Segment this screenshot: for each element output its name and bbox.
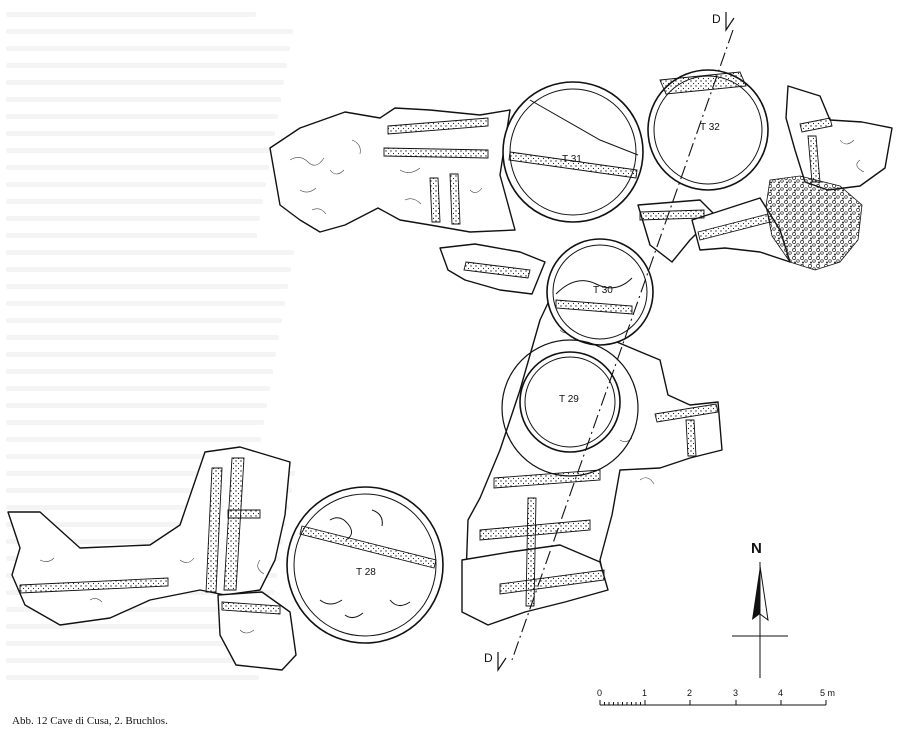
t28-channel [299,525,437,569]
bleed-line [6,114,278,119]
bleed-line [6,454,258,459]
band-wedge [639,209,705,221]
section-label-bottom: D [484,651,493,665]
bleed-line [6,624,268,629]
scale-bar [599,700,827,706]
bleed-line [6,607,271,612]
drum-t30-inner [552,244,648,340]
section-line-d [511,29,734,661]
t28-texture [319,509,411,619]
band-right-arm [654,403,719,423]
bleed-line [6,80,284,85]
bleed-line [6,539,283,544]
bleed-line [6,420,264,425]
texture-3 [39,557,265,634]
band-top-left-v1 [429,177,441,223]
bleed-line [6,301,285,306]
band-central-v [525,497,537,607]
rubble-area [765,175,863,271]
band-bottom-left-h [19,577,169,594]
bleed-line [6,641,265,646]
bleed-line [6,216,260,221]
bleed-line [6,199,263,204]
texture-4 [619,139,865,485]
bleed-line [6,97,281,102]
t31-channel [508,151,638,179]
drum-t28-inner [293,493,437,637]
bleed-line [6,233,257,238]
label-t30: T 30 [593,285,613,296]
rock-wedge-right [691,197,791,263]
bleed-line [6,250,294,255]
band-top-left-2 [383,147,489,159]
band-bottom-left-v2 [205,467,223,593]
section-arrow-bottom [497,652,507,672]
band-right-arm-v [685,419,697,457]
band-top-left-v2 [449,173,461,225]
label-t29: T 29 [559,394,579,405]
drum-t29-ring [501,339,639,477]
bleed-line [6,488,292,493]
texture-1 [289,139,361,215]
bleed-line [6,267,291,272]
bleed-line [6,165,269,170]
label-t28: T 28 [356,567,376,578]
bleed-line [6,437,261,442]
rock-block-top-right [785,85,893,191]
bleed-line [6,148,272,153]
bleed-line [6,182,266,187]
bleed-line [6,505,289,510]
band-bottom-left-v1 [223,457,245,591]
section-label-top: D [712,12,721,26]
bleed-line [6,46,290,51]
band-bottom-left-cross [227,509,261,519]
t32-channel [659,71,747,95]
bleed-line [6,318,282,323]
section-arrow-top [725,12,735,32]
label-t31: T 31 [562,154,582,165]
t30-channel [555,299,633,315]
bleed-line [6,403,267,408]
bleed-line [6,63,287,68]
bleed-line [6,335,279,340]
scale-tick-3: 3 [733,688,738,698]
bleed-line [6,658,262,663]
t30-crack [555,277,633,295]
bleed-line [6,131,275,136]
scale-tick-2: 2 [687,688,692,698]
drum-t29-inner [524,356,616,448]
scale-tick-0: 0 [597,688,602,698]
band-top-right [799,117,833,133]
bleed-line [6,471,295,476]
t31-crack [529,99,639,156]
drum-t31-inner [509,88,637,216]
figure-caption: Abb. 12 Cave di Cusa, 2. Bruchlos. [12,715,168,727]
bleed-line [6,675,259,680]
scale-tick-4: 4 [778,688,783,698]
bleed-line [6,29,293,34]
texture-2 [399,167,575,402]
scale-tick-5: 5 m [820,688,835,698]
band-small-block [463,261,531,279]
band-bottom-center [221,601,281,615]
bleed-line [6,12,256,17]
north-letter: N [751,540,762,557]
bleed-line [6,352,276,357]
band-top-left-1 [387,117,489,135]
band-central-1 [493,469,601,489]
bleed-line [6,284,288,289]
bleed-line [6,522,286,527]
scale-tick-1: 1 [642,688,647,698]
bleed-line [6,369,273,374]
north-arrow: N [732,540,788,678]
label-t32: T 32 [700,122,720,133]
bleed-line [6,386,270,391]
